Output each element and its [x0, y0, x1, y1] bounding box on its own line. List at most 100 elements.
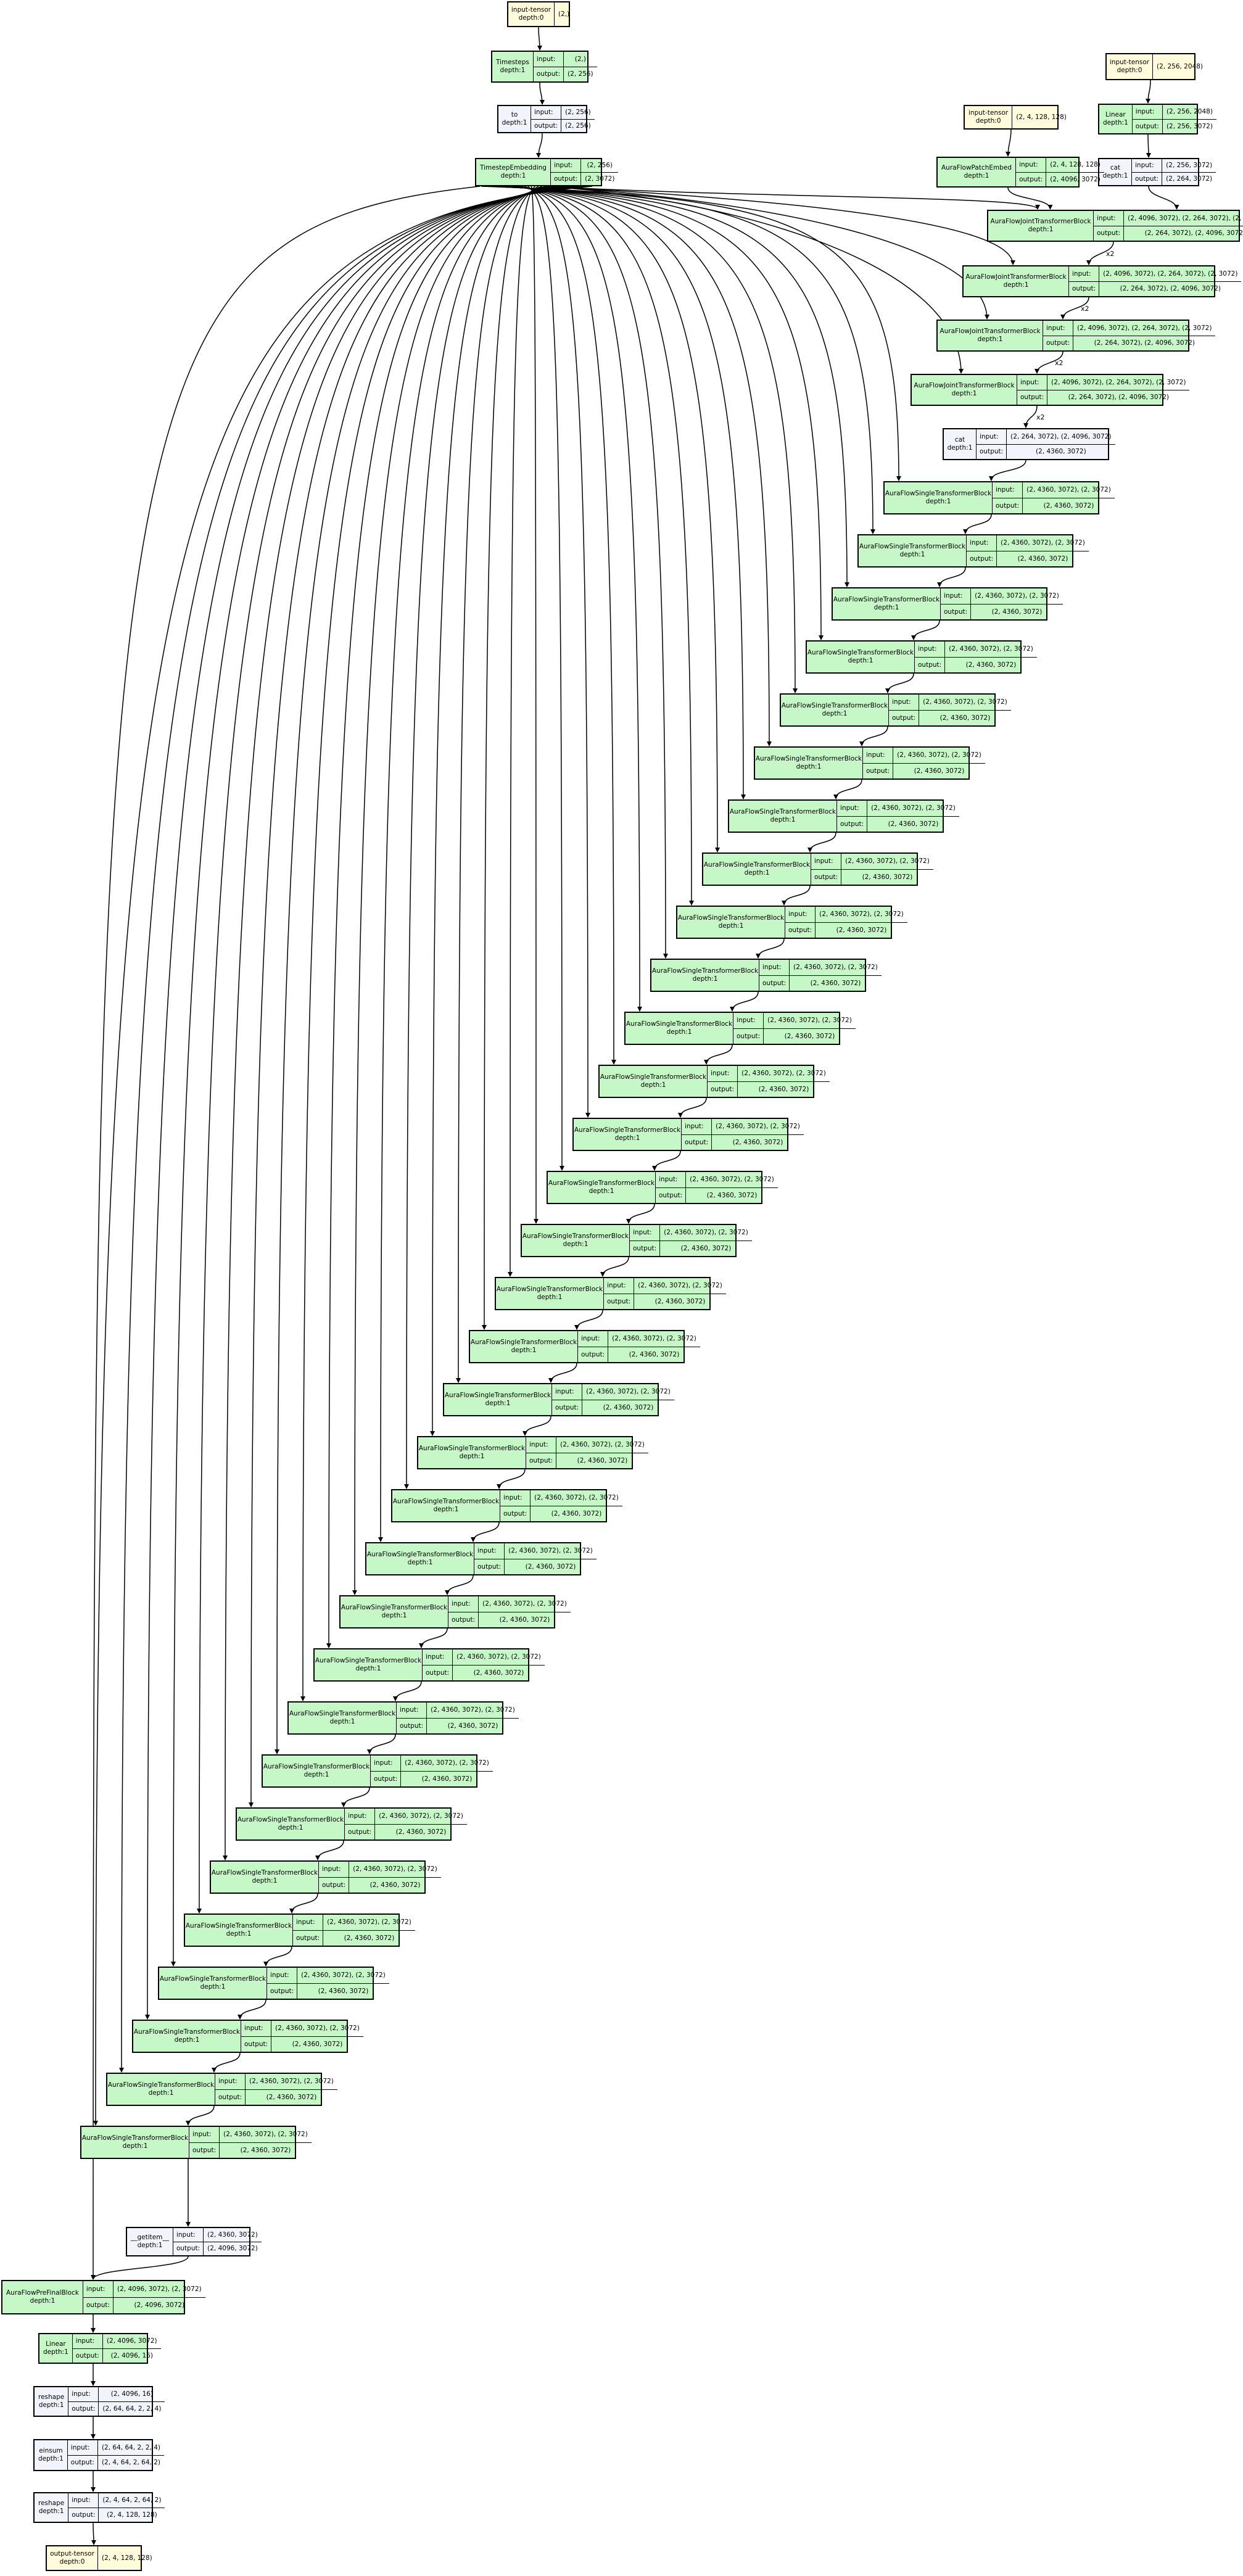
output-label: output: [500, 1505, 531, 1522]
io-labels: input:output: [526, 1437, 556, 1468]
output-label: output: [67, 2454, 97, 2471]
node-title: AuraFlowSingleTransformerBlock [755, 755, 862, 762]
output-shape: (2, 4360, 3072) [582, 1399, 674, 1416]
output-shape: (2, 4360, 3072) [945, 656, 1037, 673]
edge-stb23-stb24 [393, 1681, 422, 1701]
io-values: (2, 4096, 3072), (2, 264, 3072), (2, 307… [1099, 266, 1242, 296]
node-depth: depth:1 [148, 2089, 174, 2097]
node-depth: depth:1 [951, 390, 977, 397]
tensor-shape: (2, 4, 128, 128) [1012, 106, 1070, 128]
input-shape: (2, 4360, 3072), (2, 3072) [431, 1706, 515, 1714]
input-shape: (2, 4360, 3072), (2, 3072) [223, 2131, 308, 2139]
edge-stb27-stb28 [289, 1893, 318, 1913]
input-label: input: [70, 2443, 90, 2451]
input-shape: (2, 4360, 3072), (2, 3072) [741, 1070, 826, 1078]
input-label: input: [244, 2025, 263, 2033]
io-values: (2, 4360, 3072), (2, 3072)(2, 4360, 3072… [634, 1278, 726, 1309]
edge-multiplicity-label: x2 [1081, 305, 1089, 313]
edge-temb-stb32 [93, 186, 593, 2126]
edge-stb21-stb22 [445, 1575, 474, 1595]
node-depth: depth:1 [200, 1983, 226, 1991]
output-label: output: [708, 1081, 738, 1097]
input-shape: (2, 4, 64, 2, 64, 2) [102, 2496, 162, 2504]
input-label: input: [1135, 108, 1155, 116]
output-shape: (2, 264, 3072), (2, 4096, 3072) [1073, 335, 1216, 351]
io-values: (2, 4096, 3072)(2, 4096, 16) [102, 2334, 161, 2363]
edge-temb-stb10 [513, 186, 668, 959]
input-label: input: [270, 1971, 289, 1979]
edge-temb-stb13 [524, 186, 590, 1118]
node-depth: depth:1 [43, 2348, 68, 2356]
edge-temb-jtb2 [545, 186, 1015, 265]
edge-patch-jtb1 [1007, 187, 1053, 210]
io-labels: input:output: [531, 106, 561, 132]
io-values: (2, 4360, 3072), (2, 3072)(2, 4360, 3072… [659, 1225, 752, 1256]
output-label: output: [173, 2241, 204, 2256]
node-depth: depth:1 [1102, 172, 1128, 180]
output-shape: (2, 3072) [581, 171, 619, 186]
node-title: AuraFlowJointTransformerBlock [965, 273, 1067, 281]
node-title: AuraFlowSingleTransformerBlock [496, 1286, 603, 1293]
input-shape: (2, 4360, 3072), (2, 3072) [638, 1282, 722, 1290]
input-shape: (2, 4360, 3072), (2, 3072) [949, 645, 1033, 653]
